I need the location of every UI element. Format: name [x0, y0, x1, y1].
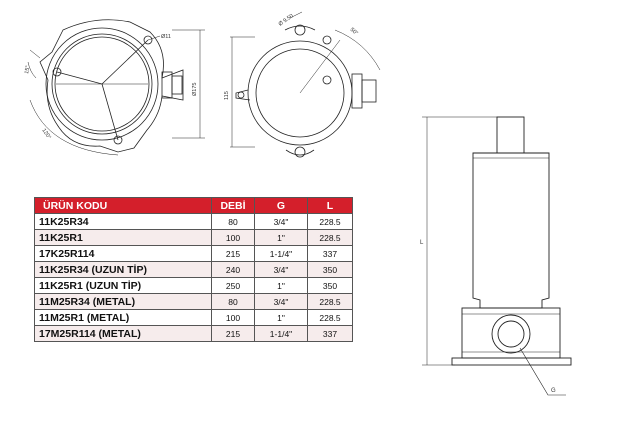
g-value: 3/4"	[254, 213, 308, 230]
header-product-code: ÜRÜN KODU	[34, 197, 212, 214]
top-diameter-label: Ø175	[192, 83, 198, 96]
table-row: 11K25R34 80 3/4" 228.5	[34, 213, 353, 230]
side-length-label: L	[420, 240, 424, 246]
table-row: 11M25R1 (METAL) 100 1" 228.5	[34, 309, 353, 326]
flow-value: 80	[211, 213, 255, 230]
l-value: 337	[307, 325, 353, 342]
back-hole-label: Ø 9.50	[278, 13, 295, 27]
l-value: 228.5	[307, 293, 353, 310]
flow-value: 100	[211, 229, 255, 246]
table-row: 17K25R114 215 1-1/4" 337	[34, 245, 353, 262]
product-code: 11K25R1	[34, 229, 212, 246]
header-g: G	[254, 197, 308, 214]
side-view-drawing	[422, 116, 572, 396]
flow-value: 250	[211, 277, 255, 294]
back-height-label: 115	[224, 91, 230, 100]
table-header-row: ÜRÜN KODU DEBİ G L	[34, 197, 353, 214]
g-value: 1"	[254, 277, 308, 294]
header-flow: DEBİ	[211, 197, 255, 214]
l-value: 350	[307, 261, 353, 278]
product-code: 11K25R34 (UZUN TİP)	[34, 261, 212, 278]
top-angle-small-label: 15°	[24, 65, 31, 74]
flow-value: 80	[211, 293, 255, 310]
flow-value: 240	[211, 261, 255, 278]
l-value: 350	[307, 277, 353, 294]
product-code: 11M25R1 (METAL)	[34, 309, 212, 326]
header-l: L	[307, 197, 353, 214]
g-value: 1-1/4"	[254, 245, 308, 262]
product-code: 11M25R34 (METAL)	[34, 293, 212, 310]
table-row: 11K25R1 100 1" 228.5	[34, 229, 353, 246]
g-value: 3/4"	[254, 261, 308, 278]
table-row: 11M25R34 (METAL) 80 3/4" 228.5	[34, 293, 353, 310]
g-value: 1-1/4"	[254, 325, 308, 342]
g-value: 3/4"	[254, 293, 308, 310]
table-row: 11K25R34 (UZUN TİP) 240 3/4" 350	[34, 261, 353, 278]
product-code: 17K25R114	[34, 245, 212, 262]
flow-value: 215	[211, 245, 255, 262]
back-angle-label: 50°	[349, 27, 359, 37]
l-value: 228.5	[307, 213, 353, 230]
side-thread-label: G	[551, 388, 556, 394]
top-angle-large-label: 120°	[40, 128, 51, 141]
product-code: 11K25R1 (UZUN TİP)	[34, 277, 212, 294]
product-code: 17M25R114 (METAL)	[34, 325, 212, 342]
g-value: 1"	[254, 309, 308, 326]
g-value: 1"	[254, 229, 308, 246]
top-view-drawing	[27, 19, 205, 156]
back-view-drawing	[230, 11, 381, 158]
flow-value: 100	[211, 309, 255, 326]
table-row: 17M25R114 (METAL) 215 1-1/4" 337	[34, 325, 353, 342]
flow-value: 215	[211, 325, 255, 342]
l-value: 228.5	[307, 309, 353, 326]
table-row: 11K25R1 (UZUN TİP) 250 1" 350	[34, 277, 353, 294]
l-value: 228.5	[307, 229, 353, 246]
product-spec-table: ÜRÜN KODU DEBİ G L 11K25R34 80 3/4" 228.…	[34, 197, 353, 342]
top-hole-label: Ø11	[161, 34, 171, 40]
l-value: 337	[307, 245, 353, 262]
product-code: 11K25R34	[34, 213, 212, 230]
